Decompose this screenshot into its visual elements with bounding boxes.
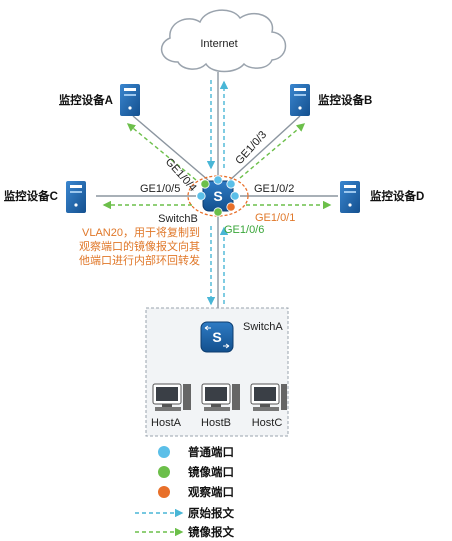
port-observe-ge101 (226, 202, 236, 212)
legend: 普通端口 镜像端口 观察端口 原始报文 镜像报文 (135, 445, 234, 539)
port-label-ge102: GE1/0/2 (254, 183, 294, 195)
original-packet-arrows (206, 80, 229, 306)
vlan-note-line1: VLAN20，用于将复制到 (82, 225, 200, 239)
port-normal-internet (213, 175, 223, 185)
monitor-b-label: 监控设备B (318, 93, 372, 107)
port-normal-ge105 (196, 191, 206, 201)
mirror-packet-arrows (102, 123, 332, 210)
monitor-c-label: 监控设备C (4, 189, 58, 203)
monitor-device-d: 监控设备D (340, 181, 424, 213)
monitor-device-c: 监控设备C (4, 181, 86, 213)
host-b: HostB (201, 383, 240, 429)
port-normal-ge102 (230, 191, 240, 201)
port-normal-ge103 (226, 179, 236, 189)
legend-normal-port-label: 普通端口 (188, 445, 234, 459)
port-mirror-ge104 (200, 179, 210, 189)
monitor-device-b: 监控设备B (290, 84, 372, 116)
switch-b-label: SwitchB (158, 213, 198, 225)
legend-mirror-port-label: 镜像端口 (188, 465, 234, 479)
monitor-a-label: 监控设备A (59, 93, 113, 107)
vlan-note: VLAN20，用于将复制到 观察端口的镜像报文向其 他端口进行内部环回转发 (79, 225, 200, 267)
vlan-note-line3: 他端口进行内部环回转发 (79, 253, 200, 267)
legend-observe-port-icon (158, 486, 170, 498)
host-b-label: HostB (201, 417, 231, 429)
link-a-switchb (132, 115, 209, 181)
legend-normal-port-icon (158, 446, 170, 458)
port-label-ge106: GE1/0/6 (224, 224, 264, 236)
host-a: HostA (151, 383, 191, 429)
legend-original-packet-label: 原始报文 (188, 506, 234, 520)
host-c: HostC (250, 383, 287, 429)
switch-b: S SwitchB (158, 175, 240, 225)
switch-b-icon-letter: S (213, 188, 222, 204)
internet-cloud: Internet (160, 9, 287, 73)
internal-loop (187, 175, 249, 217)
host-c-label: HostC (252, 417, 283, 429)
legend-observe-port-label: 观察端口 (188, 485, 234, 499)
legend-mirror-packet-label: 镜像报文 (188, 525, 234, 539)
switch-a-label: SwitchA (243, 321, 283, 333)
link-b-switchb (229, 115, 301, 181)
switch-a-icon-letter: S (212, 329, 221, 345)
monitor-device-a: 监控设备A (59, 84, 140, 116)
port-mirror-ge106 (213, 207, 223, 217)
port-label-ge101: GE1/0/1 (255, 212, 295, 224)
port-label-ge105: GE1/0/5 (140, 183, 180, 195)
switch-a-icon (200, 321, 234, 353)
legend-mirror-port-icon (158, 466, 170, 478)
host-a-label: HostA (151, 417, 182, 429)
monitor-d-label: 监控设备D (370, 189, 424, 203)
switch-a-group: S SwitchA HostA HostB HostC (145, 307, 289, 437)
vlan-note-line2: 观察端口的镜像报文向其 (79, 239, 200, 253)
internet-label: Internet (200, 38, 237, 50)
